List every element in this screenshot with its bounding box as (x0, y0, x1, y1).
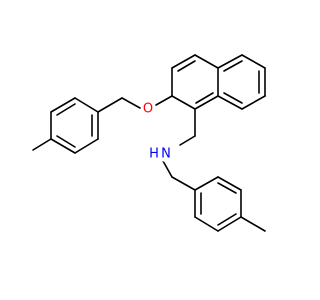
bond (217, 95, 243, 110)
double-bond-inner (56, 103, 76, 116)
double-bond-inner (217, 213, 237, 226)
bond (194, 95, 219, 110)
bond (171, 176, 196, 191)
double-bond-inner (223, 92, 243, 104)
naphthalene-substituted-ring (171, 54, 219, 110)
bond (217, 176, 242, 191)
aryl-oxygen-bond (155, 95, 173, 106)
bond (162, 160, 173, 178)
double-bond-inner (195, 92, 214, 104)
nitrogen-methylene-bond (162, 160, 173, 178)
bond (217, 216, 242, 232)
bond (194, 54, 219, 69)
oxygen-methylene-bond (121, 97, 141, 109)
bond (241, 95, 266, 110)
naphthalene-benzo-ring (217, 54, 266, 110)
methylene-tolyl-bond-lower (171, 176, 196, 191)
nitrogen-atom: H N H (158, 146, 174, 162)
methylene-nitrogen-bond (179, 135, 196, 146)
double-bond-inner (223, 60, 243, 72)
hydrogen-label: H (149, 147, 159, 162)
methyl-bond-upper (32, 138, 52, 151)
bond (217, 54, 243, 69)
compound-structure-final: O H N H H (32, 54, 266, 232)
bond (171, 54, 196, 69)
amine-hydrogen: H (149, 147, 159, 162)
bond (50, 97, 76, 113)
bond (74, 97, 99, 113)
bond (171, 95, 196, 110)
bond (32, 138, 52, 151)
oxygen-label: O (143, 102, 153, 117)
double-bond-inner (217, 182, 237, 194)
nitrogen-label: N (161, 147, 171, 162)
bond (241, 54, 266, 69)
methyl-bond-lower (240, 216, 266, 232)
bond (155, 95, 173, 106)
bond (74, 138, 99, 154)
tolyl-ring-lower (194, 176, 242, 232)
double-bond-inner (56, 135, 76, 148)
double-bond-inner (177, 60, 196, 72)
methylene-tolyl-bond-upper (97, 97, 123, 113)
bond (240, 216, 266, 232)
bond (50, 138, 76, 154)
bond (179, 135, 196, 146)
bond (97, 97, 123, 113)
bond (194, 216, 219, 232)
bond (194, 176, 219, 191)
oxygen-atom: O (141, 102, 155, 117)
tolyl-ring-upper (50, 97, 99, 154)
bond (121, 97, 141, 109)
